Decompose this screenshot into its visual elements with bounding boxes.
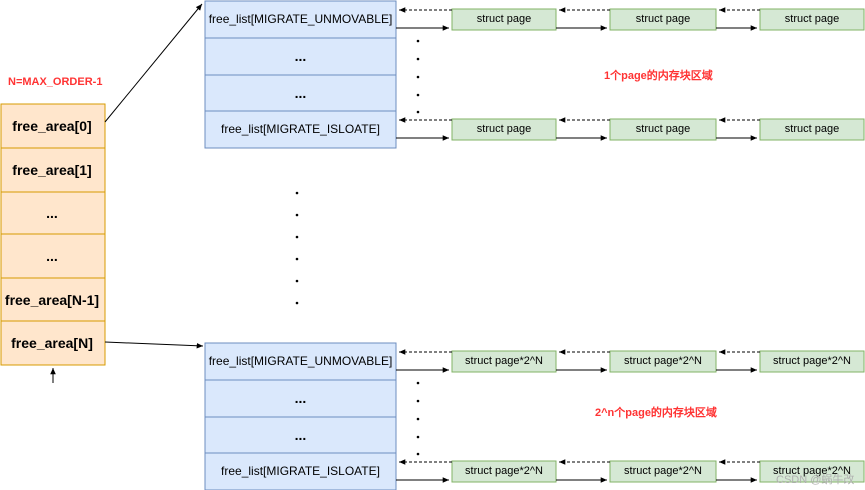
free-list-unmovable-label: free_list[MIGRATE_UNMOVABLE]	[208, 354, 393, 368]
free-area-cell	[0, 191, 106, 235]
ellipsis-dots	[295, 39, 420, 456]
region-note-single-page: 1个page的内存块区域	[604, 70, 713, 82]
free-list-cell	[204, 342, 397, 381]
free-area-ellipsis-label: ...	[46, 205, 58, 221]
page-node-label: struct page*2^N	[465, 355, 543, 367]
page-node-label: struct page	[635, 13, 691, 25]
page-node-label: struct page	[635, 123, 691, 135]
free-list-ellipsis-label: ...	[294, 48, 307, 64]
free-area-n-label: free_area[N]	[11, 335, 93, 351]
page-node	[451, 8, 557, 31]
page-node	[451, 460, 557, 483]
page-node	[759, 460, 865, 483]
pointer-arrow	[104, 341, 204, 349]
page-node	[451, 350, 557, 373]
free-area-cell	[0, 147, 106, 193]
page-node-label: struct page	[476, 13, 532, 25]
free-list-cell	[204, 379, 397, 418]
region-note-multi-page: 2^n个page的内存块区域	[595, 407, 717, 419]
page-node-label: struct page*2^N	[624, 355, 702, 367]
order-note: N=MAX_ORDER-1	[8, 76, 103, 88]
free-area-n-minus-1-label: free_area[N-1]	[4, 292, 100, 308]
page-node	[759, 8, 865, 31]
free-area-cell	[0, 233, 106, 279]
page-node-label: struct page*2^N	[624, 465, 702, 477]
free-area-cell	[0, 320, 106, 366]
free-list-cell	[204, 110, 397, 149]
free-list-isolate-label: free_list[MIGRATE_ISLOATE]	[221, 464, 380, 478]
free-area-cell	[0, 103, 106, 149]
page-node	[609, 8, 717, 31]
page-node-label: struct page	[784, 13, 840, 25]
free-list-block-bottom	[204, 342, 397, 490]
free-list-cell	[204, 37, 397, 76]
free-area-0-label: free_area[0]	[12, 118, 92, 134]
free-area-ellipsis-label: ...	[46, 248, 58, 264]
page-node-label: struct page*2^N	[773, 355, 851, 367]
page-node	[759, 118, 865, 141]
free-area-1-label: free_area[1]	[12, 162, 92, 178]
page-nodes	[451, 8, 865, 483]
page-node	[609, 350, 717, 373]
page-node-label: struct page	[476, 123, 532, 135]
list-links	[396, 7, 760, 483]
page-node	[759, 350, 865, 373]
free-list-unmovable-label: free_list[MIGRATE_UNMOVABLE]	[208, 12, 393, 26]
page-node	[609, 460, 717, 483]
free-list-ellipsis-label: ...	[294, 85, 307, 101]
page-node-label: struct page	[784, 123, 840, 135]
pointer-arrow	[104, 3, 203, 123]
free-list-cell	[204, 452, 397, 490]
free-list-isolate-label: free_list[MIGRATE_ISLOATE]	[221, 122, 380, 136]
page-node-label: struct page*2^N	[465, 465, 543, 477]
free-list-ellipsis-label: ...	[294, 427, 307, 443]
page-node	[609, 118, 717, 141]
page-node-label: struct page*2^N	[773, 465, 851, 477]
free-area-array	[0, 103, 106, 366]
free-list-ellipsis-label: ...	[294, 390, 307, 406]
page-node	[451, 118, 557, 141]
free-list-block-top	[204, 0, 397, 149]
watermark: CSDN @蜗牛改	[776, 474, 855, 486]
